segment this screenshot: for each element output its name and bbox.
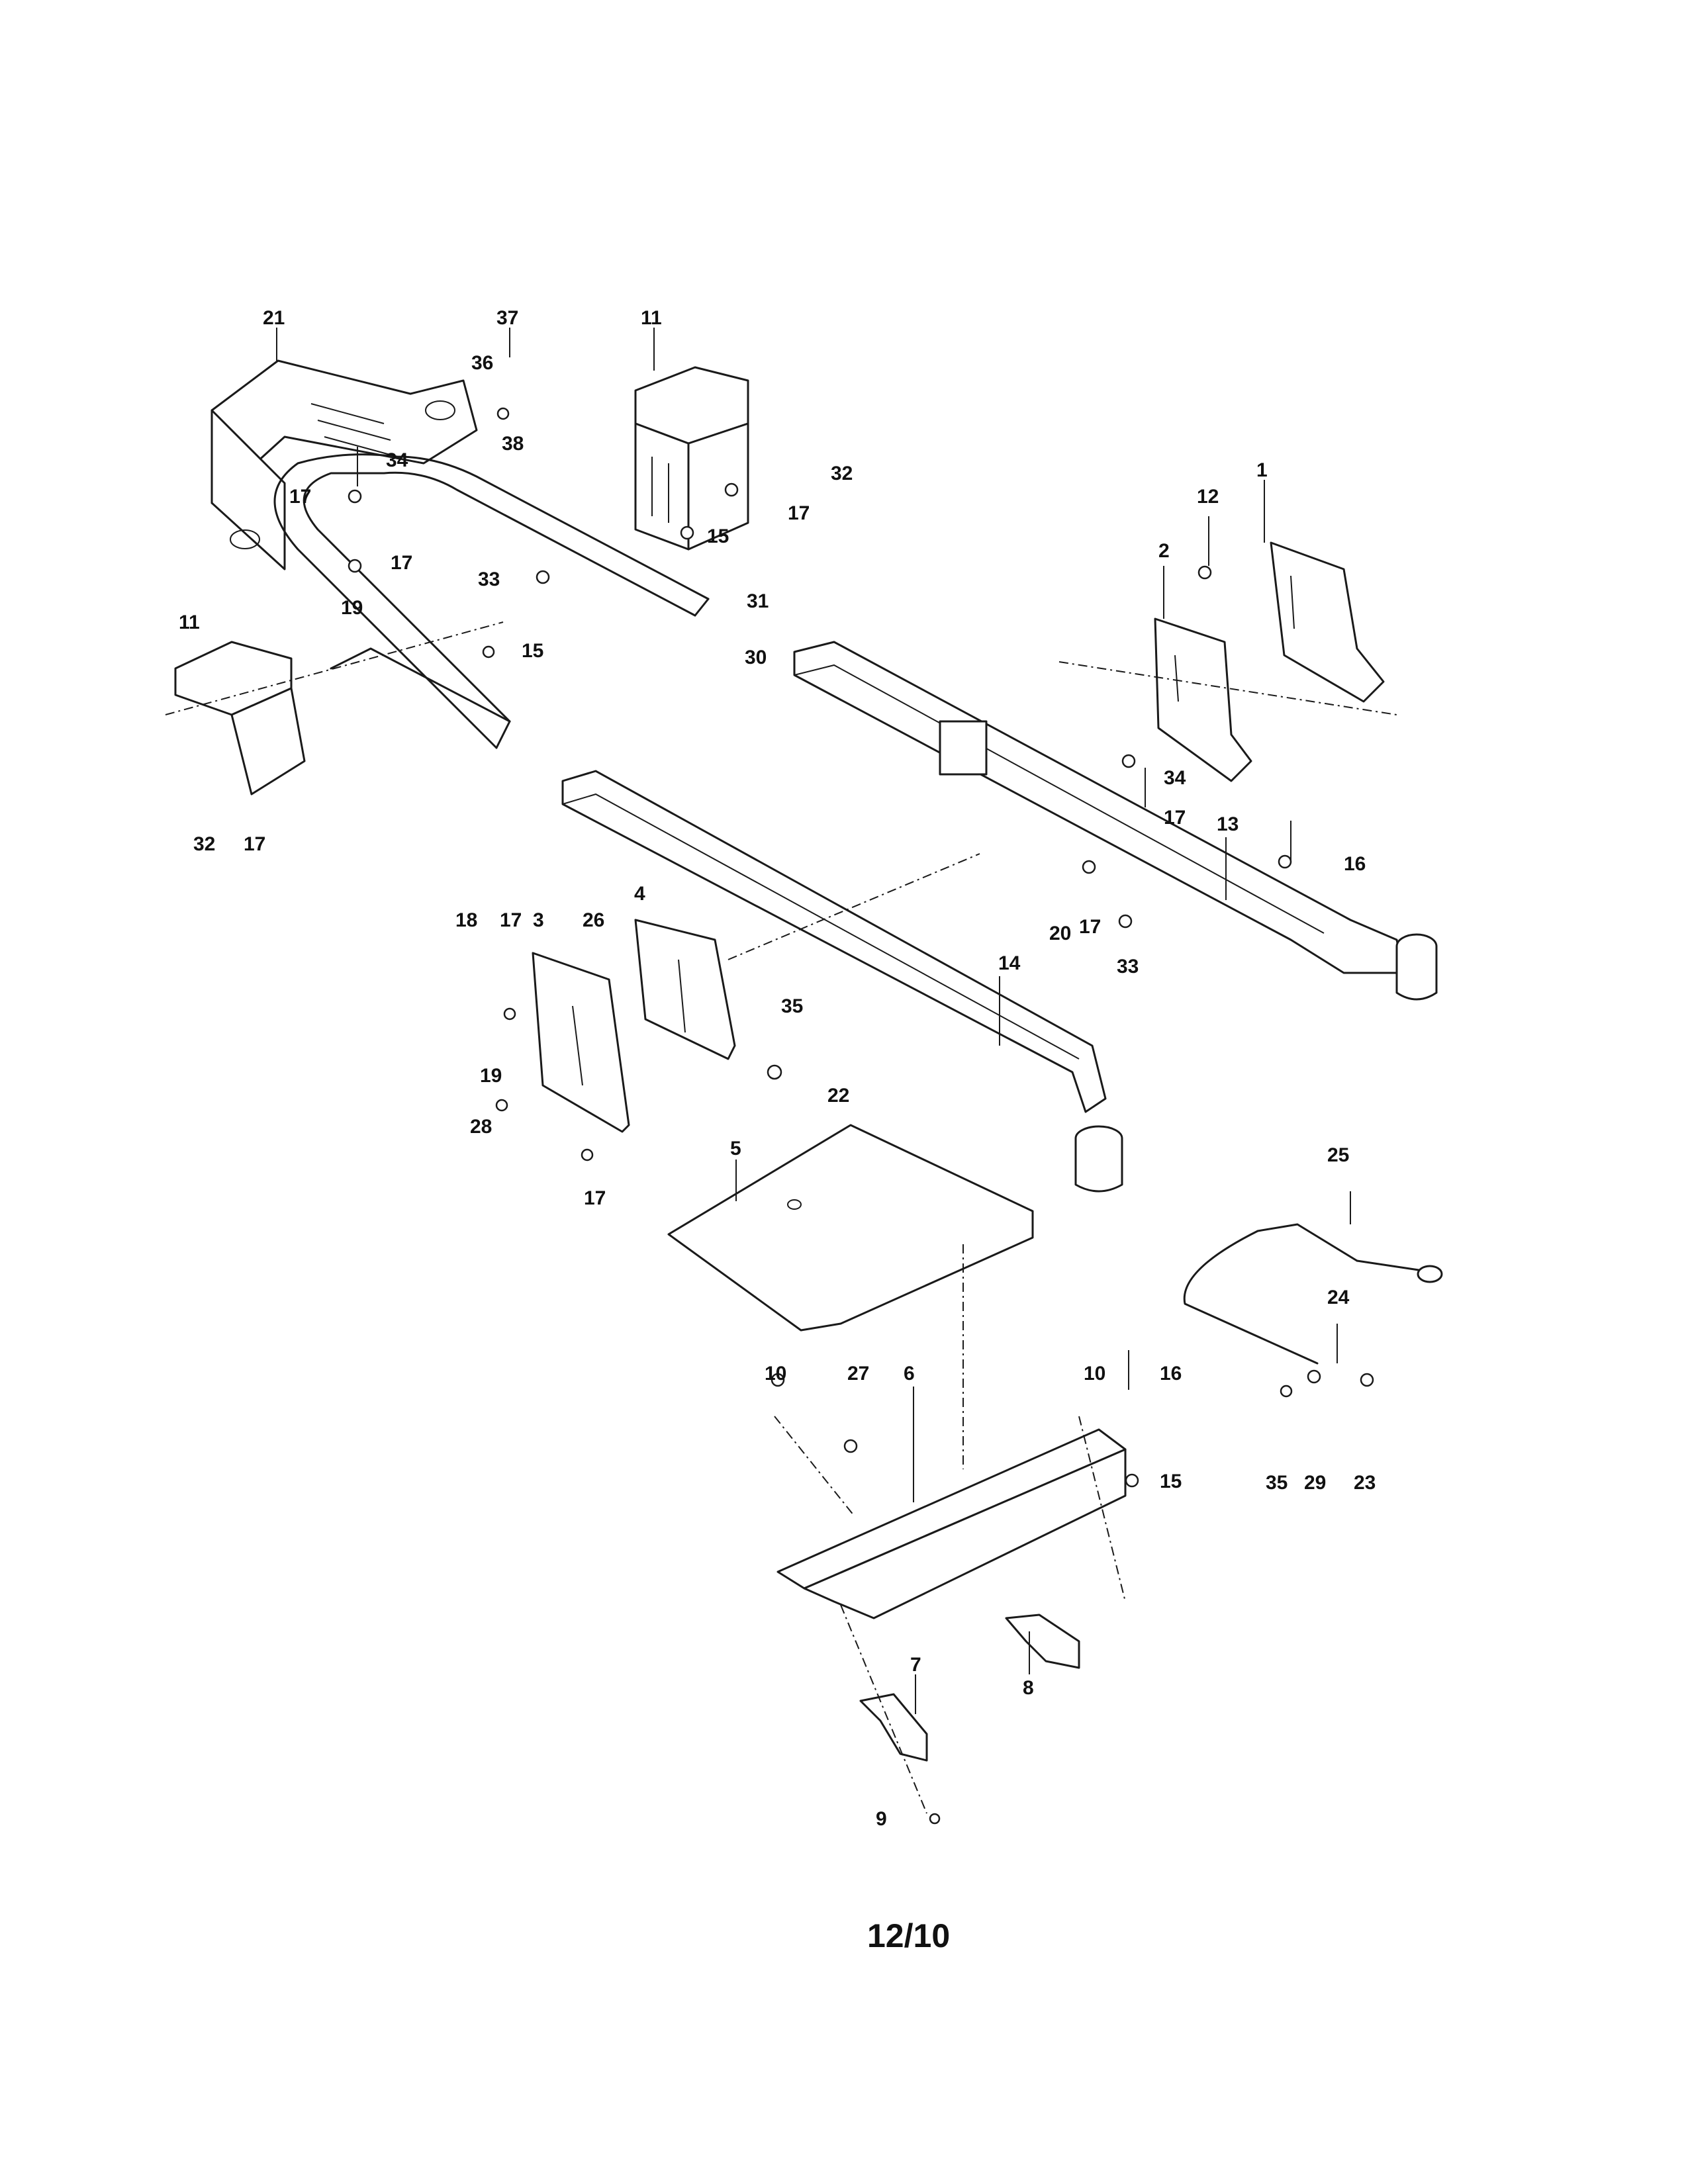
part-11-lower-bracket <box>174 641 306 796</box>
part-13-right-rail <box>793 641 1438 1001</box>
assembly-lines <box>165 621 1397 1814</box>
callout-11b: 11 <box>179 612 200 633</box>
callout-11a: 11 <box>641 307 662 329</box>
callout-8: 8 <box>1023 1677 1034 1699</box>
part-1-side-plate <box>1270 541 1385 703</box>
callout-17d: 17 <box>788 502 810 524</box>
callout-16b: 16 <box>1160 1363 1182 1385</box>
callout-17e: 17 <box>1164 807 1186 829</box>
callout-17f: 17 <box>1079 916 1101 938</box>
part-25-rod <box>1183 1223 1443 1365</box>
page-code: 12/10 <box>867 1917 950 1954</box>
callout-34a: 34 <box>386 449 408 471</box>
callout-17h: 17 <box>584 1187 606 1209</box>
callout-17c: 17 <box>244 833 265 855</box>
callout-4: 4 <box>634 883 645 905</box>
callout-20: 20 <box>1049 923 1071 944</box>
part-14-left-rail <box>561 770 1123 1193</box>
callout-31: 31 <box>747 590 769 612</box>
part-4-adjuster-plate <box>634 919 736 1060</box>
callout-2: 2 <box>1158 540 1170 562</box>
callout-10b: 10 <box>1084 1363 1105 1385</box>
callout-15b: 15 <box>707 525 729 547</box>
callout-33b: 33 <box>1117 956 1139 978</box>
callout-35b: 35 <box>1266 1472 1288 1494</box>
callout-29: 29 <box>1304 1472 1326 1494</box>
part-6-lower-channel <box>776 1428 1127 1619</box>
callout-18: 18 <box>455 909 477 931</box>
part-2-side-plate <box>1154 617 1252 782</box>
callout-17g: 17 <box>500 909 522 931</box>
callout-13: 13 <box>1217 813 1239 835</box>
part-7-bracket <box>859 1693 928 1762</box>
callout-30: 30 <box>745 647 767 668</box>
callout-6: 6 <box>904 1363 915 1385</box>
callout-23: 23 <box>1354 1472 1376 1494</box>
callout-34b: 34 <box>1164 767 1186 789</box>
callout-14: 14 <box>998 952 1021 974</box>
callout-32a: 32 <box>831 463 853 484</box>
callout-21: 21 <box>263 307 285 329</box>
leader-lines <box>276 328 1351 1714</box>
callout-16a: 16 <box>1344 853 1366 875</box>
callout-33a: 33 <box>478 569 500 590</box>
u-frame <box>273 453 710 749</box>
callout-17b: 17 <box>391 552 412 574</box>
callout-17a: 17 <box>289 486 311 508</box>
callout-35a: 35 <box>781 995 803 1017</box>
callout-19a: 19 <box>341 597 363 619</box>
callout-36: 36 <box>471 352 493 374</box>
callout-25: 25 <box>1327 1144 1349 1166</box>
callout-9: 9 <box>876 1808 887 1830</box>
callout-32b: 32 <box>193 833 215 855</box>
callout-19b: 19 <box>480 1065 502 1087</box>
callout-5: 5 <box>730 1138 741 1160</box>
callout-28: 28 <box>470 1116 492 1138</box>
callout-38: 38 <box>502 433 524 455</box>
callout-26: 26 <box>583 909 604 931</box>
callout-3: 3 <box>533 909 544 931</box>
callout-12: 12 <box>1197 486 1219 508</box>
callout-15a: 15 <box>522 640 543 662</box>
callout-15c: 15 <box>1160 1471 1182 1492</box>
callout-7: 7 <box>910 1654 921 1676</box>
part-5-base-plate <box>667 1124 1034 1332</box>
callout-22: 22 <box>827 1085 849 1107</box>
callout-27: 27 <box>847 1363 869 1385</box>
part-11-upper-bracket <box>634 366 749 551</box>
callout-37: 37 <box>496 307 518 329</box>
part-3-adjuster-plate <box>532 952 630 1133</box>
callout-labels: 21 37 36 38 34 17 17 19 33 15 11 32 17 1… <box>179 307 1376 1830</box>
callout-24: 24 <box>1327 1287 1350 1308</box>
callout-10a: 10 <box>765 1363 786 1385</box>
hardware <box>348 407 1374 1825</box>
callout-1: 1 <box>1256 459 1268 481</box>
part-21-shroud <box>211 359 478 570</box>
part-8-bracket <box>1005 1614 1080 1669</box>
